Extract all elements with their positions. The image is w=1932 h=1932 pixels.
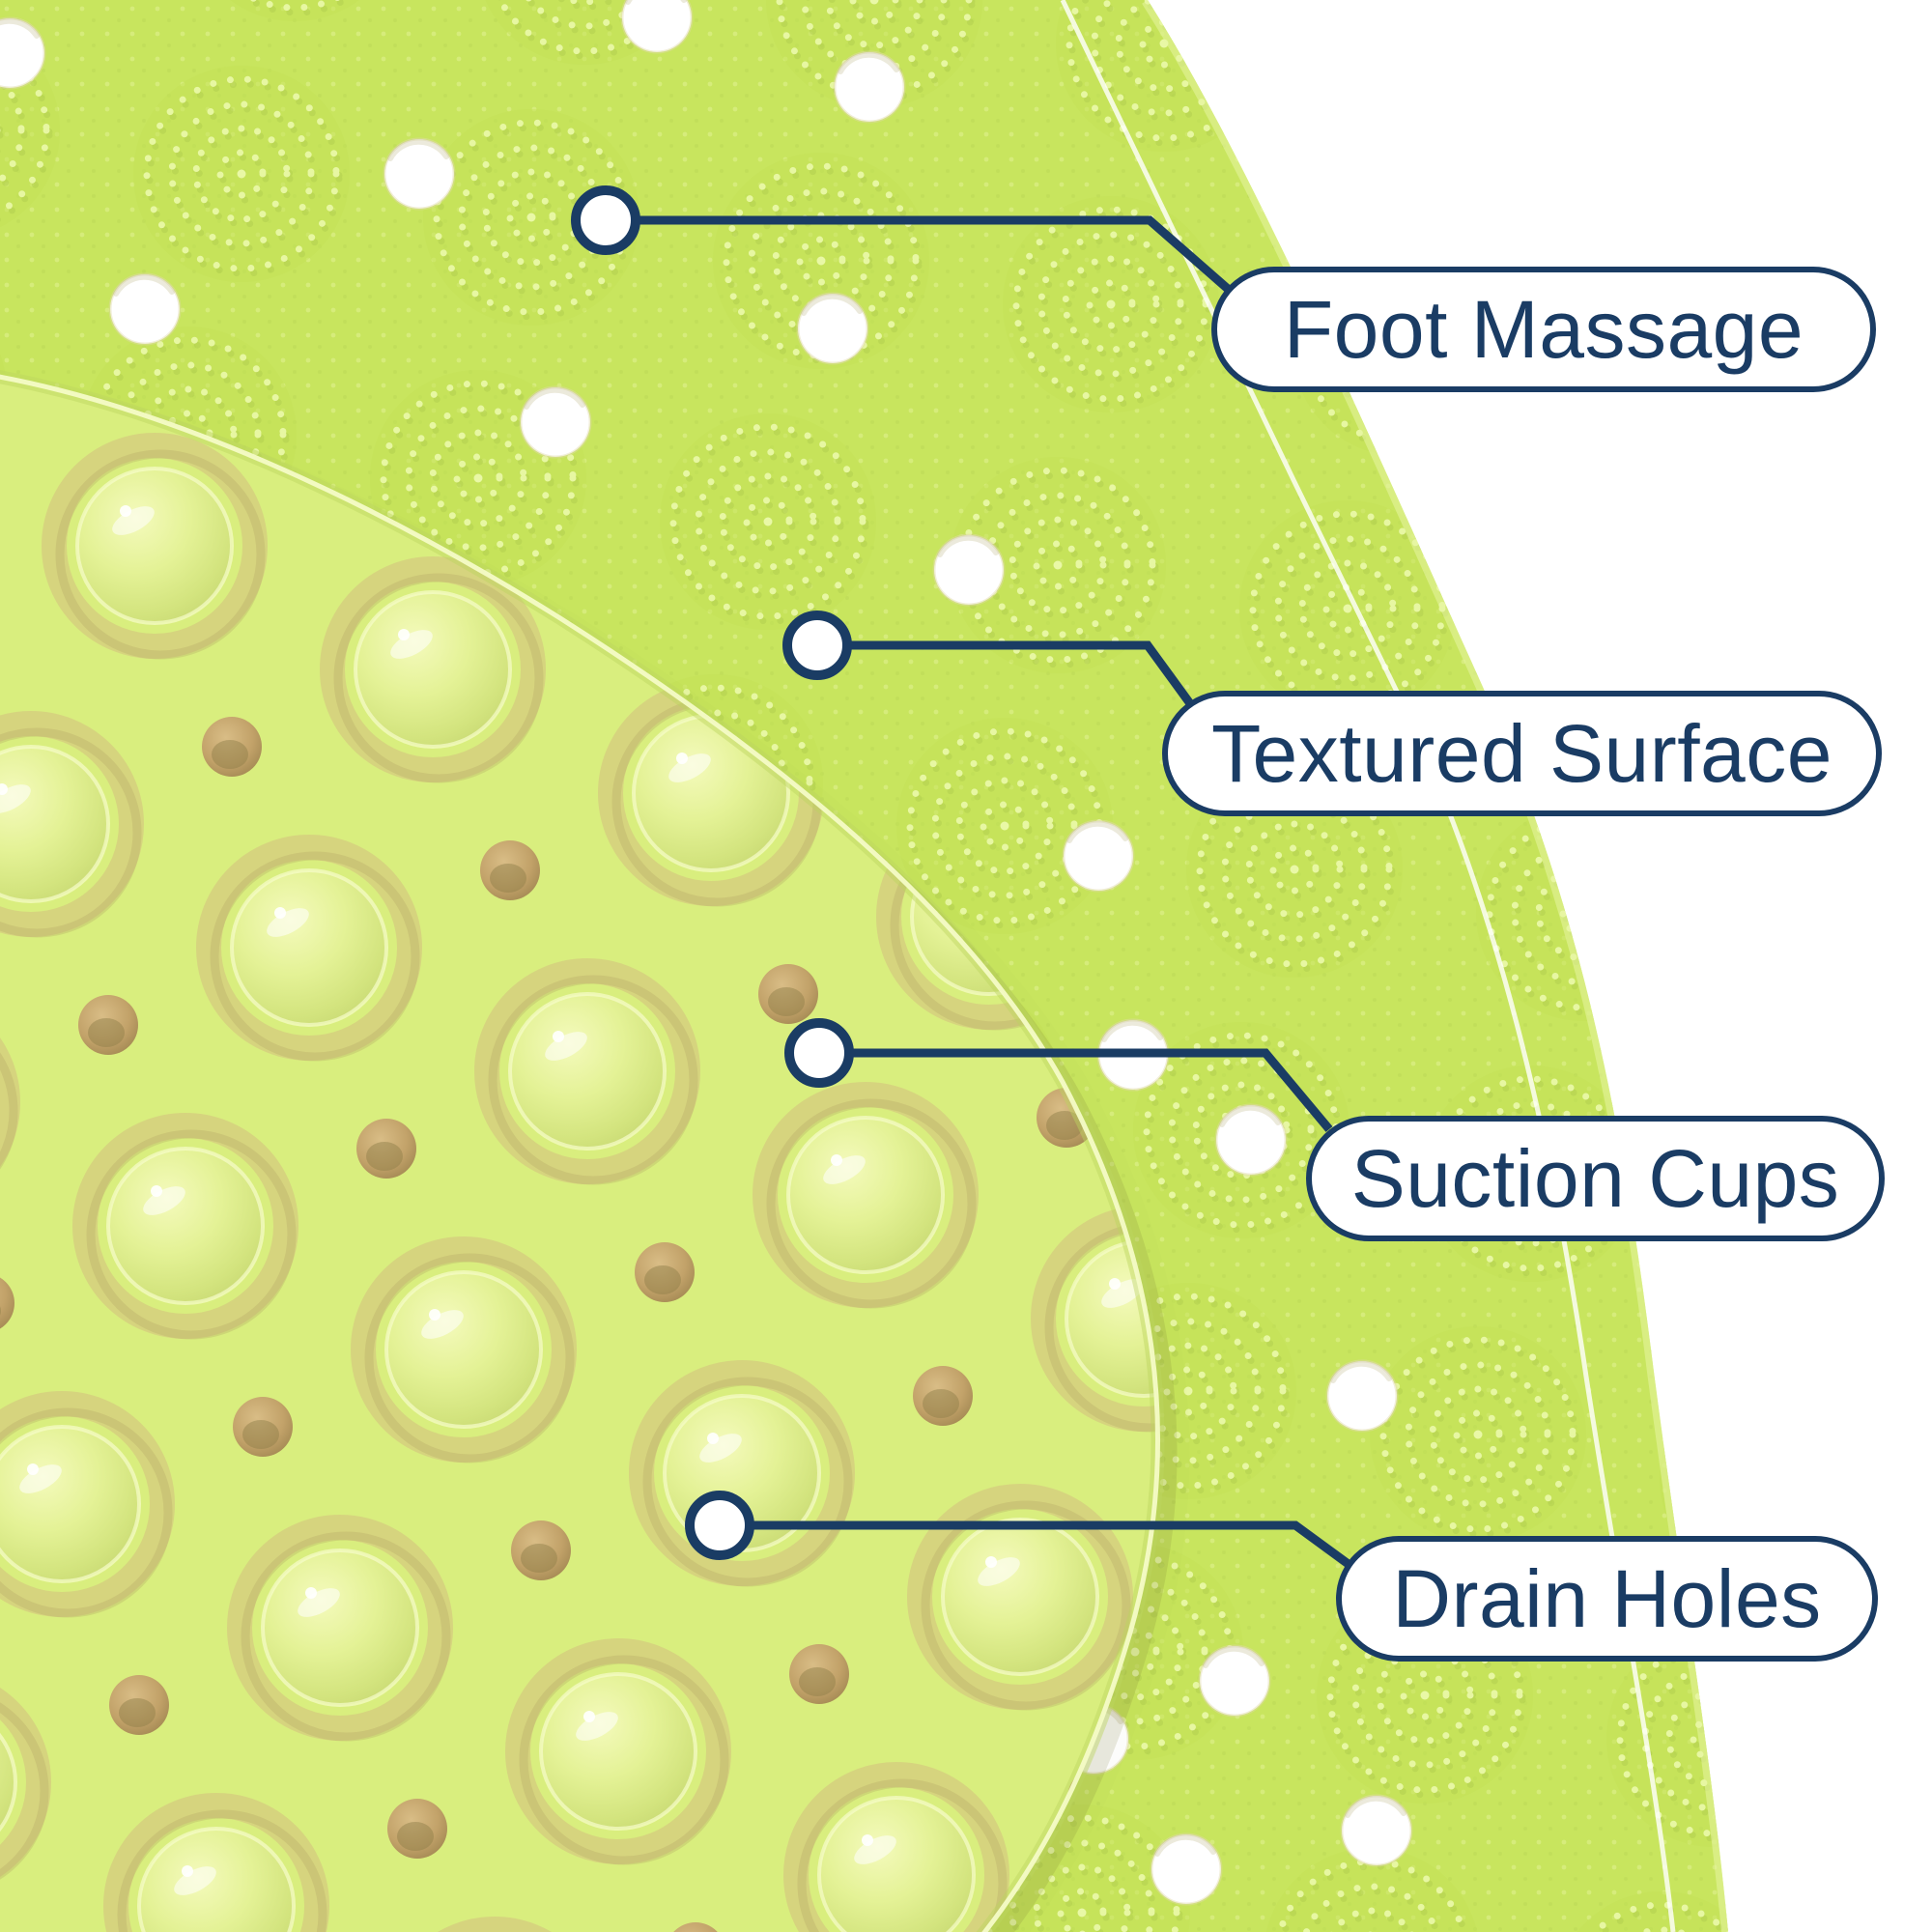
front-mat-edge-highlight — [0, 374, 1161, 1932]
callout-marker-suction-cups — [784, 1018, 854, 1088]
callout-connector-suction-cups — [784, 1018, 1333, 1132]
callout-marker-textured-surface — [782, 611, 852, 680]
callout-connector-drain-holes — [685, 1491, 1352, 1569]
callout-label-suction-cups: Suction Cups — [1306, 1116, 1885, 1241]
callout-label-foot-massage: Foot Massage — [1211, 267, 1876, 392]
callout-label-text: Textured Surface — [1210, 707, 1833, 799]
callout-label-textured-surface: Textured Surface — [1162, 691, 1882, 816]
callout-connector-foot-massage — [571, 185, 1231, 293]
callout-label-text: Drain Holes — [1392, 1552, 1822, 1644]
callout-marker-drain-holes — [685, 1491, 754, 1560]
callout-connector-textured-surface — [782, 611, 1193, 705]
callout-label-drain-holes: Drain Holes — [1336, 1536, 1878, 1662]
callout-label-text: Suction Cups — [1350, 1132, 1840, 1224]
callout-marker-foot-massage — [571, 185, 640, 255]
front-mat-holes — [0, 439, 1127, 1932]
callout-label-text: Foot Massage — [1283, 283, 1804, 375]
